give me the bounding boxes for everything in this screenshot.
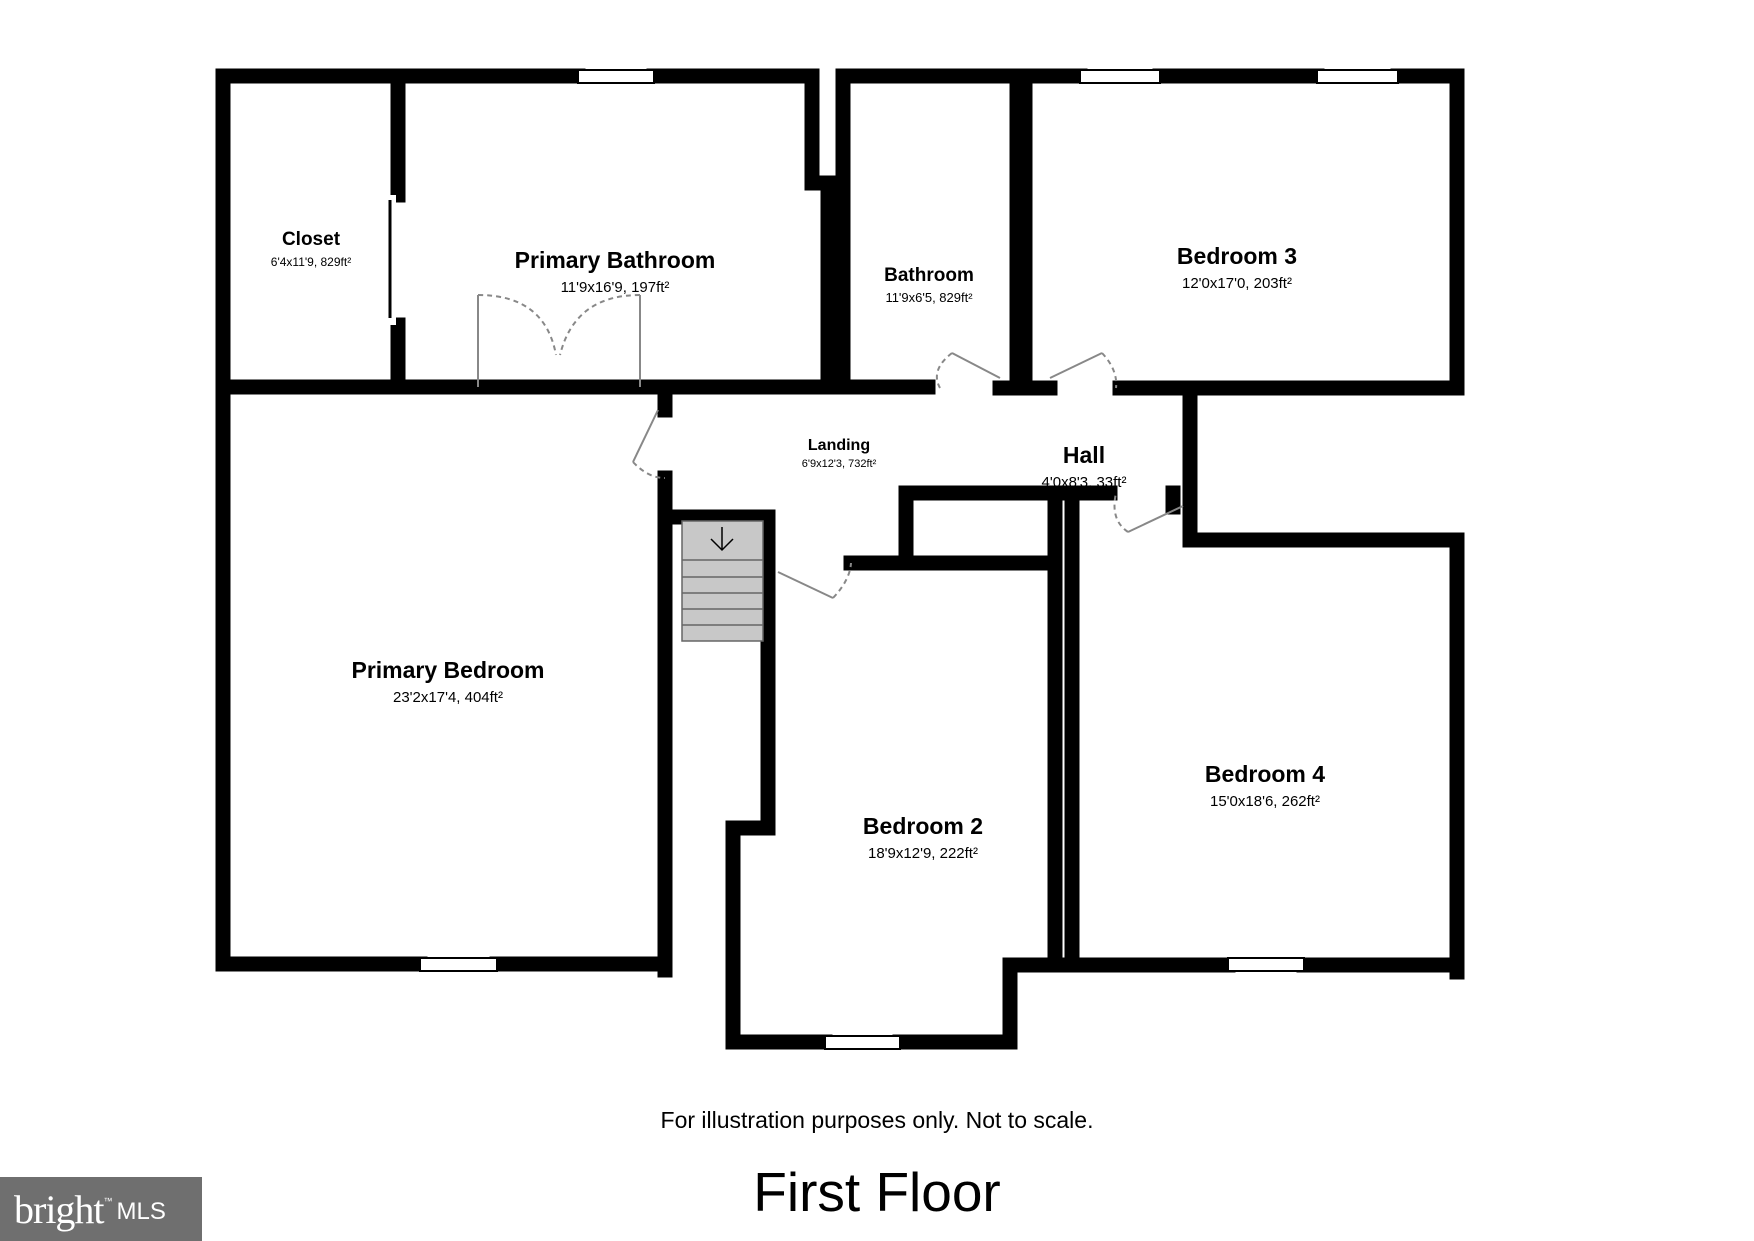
arrow-down-icon: [710, 527, 734, 552]
walls: [215, 68, 1465, 1050]
landing-dims: 6'9x12'3, 732ft²: [802, 458, 877, 470]
door-leaf: [632, 409, 659, 463]
bathroom-name: Bathroom: [884, 265, 974, 286]
door-arc: [1113, 492, 1129, 533]
bedroom4-walls: [1064, 485, 1465, 973]
window: [1227, 957, 1305, 972]
window: [824, 1035, 901, 1050]
primary-bedroom-walls: [215, 379, 673, 972]
bedroom2-name: Bedroom 2: [863, 813, 983, 839]
primary-bathroom-walls: [390, 68, 836, 388]
bathroom-dims: 11'9x6'5, 829ft²: [885, 290, 973, 305]
door-arc: [936, 352, 953, 389]
door-arc: [1101, 352, 1118, 389]
floor-title: First Floor: [753, 1161, 1001, 1223]
bedroom3-walls: [992, 68, 1465, 396]
door-swings: [388, 195, 1184, 599]
bedroom4-dims: 15'0x18'6, 262ft²: [1210, 793, 1320, 810]
bathroom-walls: [835, 68, 1465, 388]
bedroom4-name: Bedroom 4: [1205, 761, 1325, 787]
windows: [419, 69, 1399, 1050]
bedroom2-walls: [725, 485, 1118, 1050]
stair-walls: [657, 509, 776, 1050]
bedroom2-dims: 18'9x12'9, 222ft²: [868, 845, 978, 862]
door-leaf: [1127, 505, 1184, 533]
closet-name: Closet: [282, 229, 341, 250]
logo-tm: ™: [103, 1196, 113, 1206]
closet-dims: 6'4x11'9, 829ft²: [271, 255, 351, 269]
window: [419, 957, 498, 972]
bright-mls-logo: bright ™ MLS: [0, 1177, 202, 1241]
room-labels: Closet 6'4x11'9, 829ft² Primary Bathroom…: [271, 229, 1325, 862]
door-arc: [632, 461, 666, 479]
primary-bedroom-dims: 23'2x17'4, 404ft²: [393, 689, 503, 706]
door-arc: [559, 294, 641, 356]
disclaimer-note: For illustration purposes only. Not to s…: [660, 1107, 1094, 1133]
door-leaf: [777, 571, 834, 599]
hall-name: Hall: [1063, 442, 1105, 468]
closet-walls: [215, 68, 406, 395]
bedroom3-dims: 12'0x17'0, 203ft²: [1182, 275, 1292, 292]
door-leaf: [951, 352, 1001, 379]
primary-bathroom-name: Primary Bathroom: [515, 247, 716, 273]
bedroom3-name: Bedroom 3: [1177, 243, 1297, 269]
staircase: [681, 520, 764, 642]
door-leaf: [1049, 352, 1103, 379]
window: [1079, 69, 1161, 84]
window: [1316, 69, 1399, 84]
hall-dims: 4'0x8'3, 33ft²: [1042, 474, 1127, 491]
door-arc: [477, 294, 557, 356]
primary-bedroom-name: Primary Bedroom: [351, 657, 544, 683]
logo-main-text: bright: [14, 1186, 105, 1232]
primary-bathroom-dims: 11'9x16'9, 197ft²: [561, 279, 670, 296]
window: [577, 69, 655, 84]
logo-sub-text: MLS: [116, 1198, 166, 1225]
hall-walls: [215, 379, 1465, 980]
landing-name: Landing: [808, 437, 870, 454]
door-arc: [832, 562, 852, 599]
